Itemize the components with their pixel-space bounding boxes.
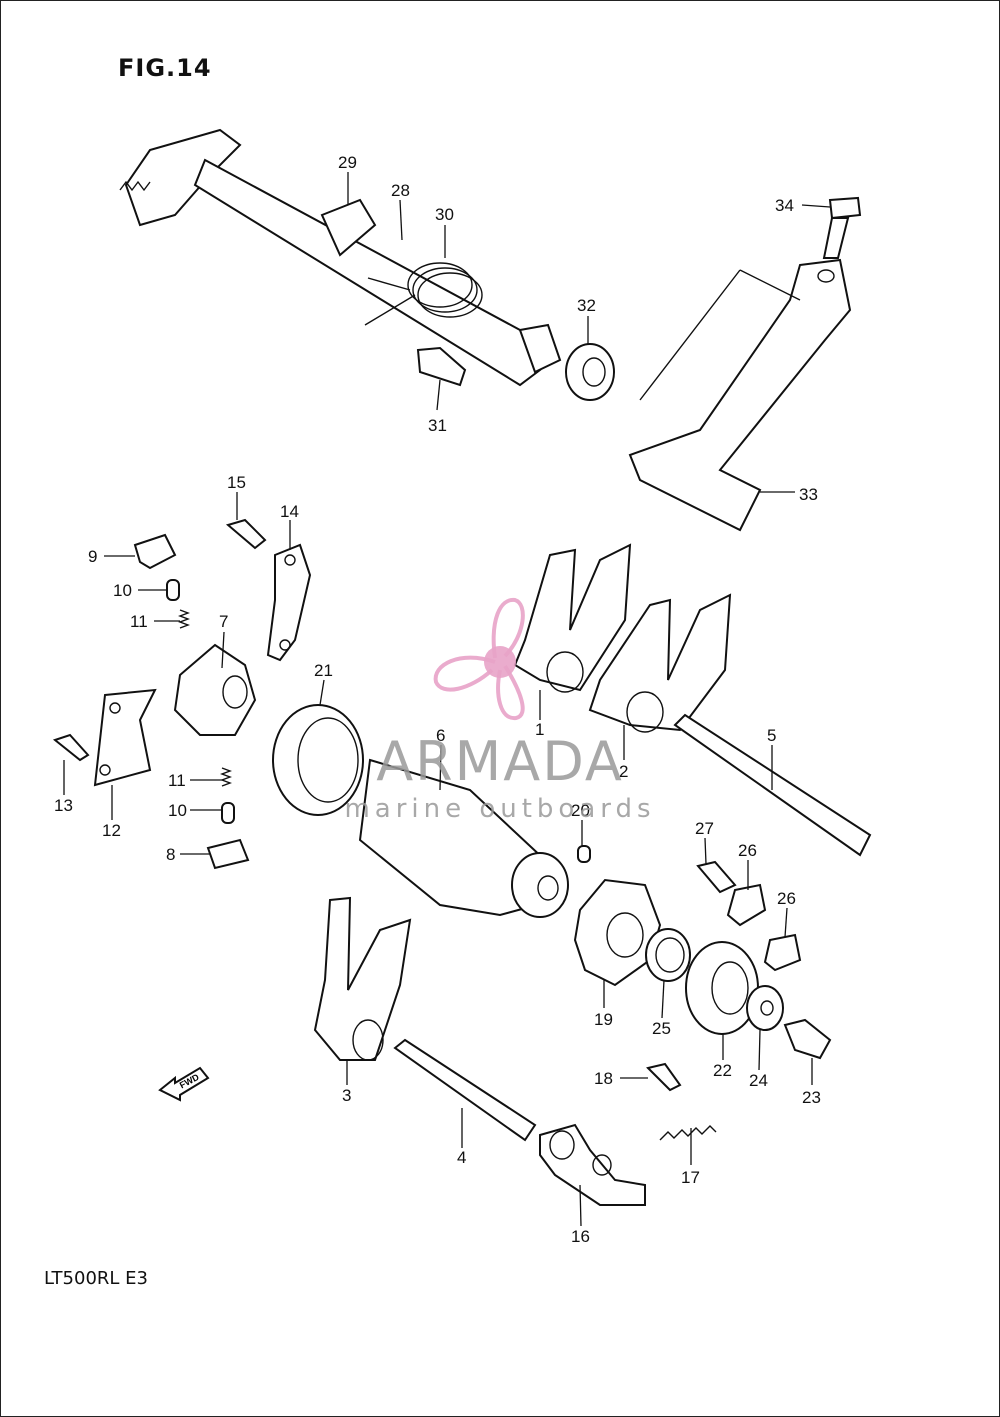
callout-12: 12 [102, 821, 121, 840]
bolt-34 [822, 196, 862, 259]
leader-lines [63, 172, 831, 1227]
callout-34: 34 [775, 196, 794, 215]
shift-fork-1 [513, 543, 632, 693]
callout-11-upper: 11 [130, 612, 148, 631]
callout-25: 25 [652, 1019, 671, 1038]
screw-15 [225, 518, 267, 550]
callout-30: 30 [435, 205, 454, 224]
callout-6: 6 [436, 726, 445, 745]
callout-numbers: 29 28 30 34 32 31 33 15 14 9 10 11 7 21 … [54, 153, 821, 1246]
bearing-21 [272, 704, 364, 816]
callout-18: 18 [594, 1069, 613, 1088]
plate-12 [93, 688, 157, 787]
callout-26-upper: 26 [738, 841, 757, 860]
screw-27 [696, 860, 737, 894]
callout-27: 27 [695, 819, 714, 838]
figure-title: FIG.14 [118, 54, 212, 82]
spring-11-upper [178, 609, 190, 629]
screw-18 [646, 1062, 682, 1092]
star-cam-19 [573, 878, 662, 987]
propeller-icon [433, 597, 525, 721]
callout-20: 20 [571, 801, 590, 820]
callout-21: 21 [314, 661, 333, 680]
callout-31: 31 [428, 416, 447, 435]
callout-10-upper: 10 [113, 581, 132, 600]
callout-1: 1 [535, 720, 544, 739]
callout-23: 23 [802, 1088, 821, 1107]
washer-25 [645, 928, 691, 982]
fork-shaft-4 [393, 1038, 537, 1142]
armada-watermark: ARMADA marine outboards [340, 590, 660, 830]
bearing-22 [685, 941, 759, 1035]
callout-7: 7 [219, 612, 228, 631]
callout-13: 13 [54, 796, 73, 815]
shift-fork-2 [588, 593, 732, 733]
callout-16: 16 [571, 1227, 590, 1246]
callout-19: 19 [594, 1010, 613, 1029]
callout-9: 9 [88, 547, 97, 566]
model-code: LT500RL E3 [44, 1268, 148, 1289]
gearshift-lever-33 [628, 258, 852, 532]
forward-arrow-icon: FWD [158, 1066, 210, 1102]
plate-26-lower [763, 933, 802, 972]
spring-11-lower [220, 767, 232, 787]
gearshift-shaft [119, 128, 562, 387]
bolt-23 [783, 1018, 832, 1060]
callout-10-lower: 10 [168, 801, 187, 820]
callout-5: 5 [767, 726, 776, 745]
pin-20 [577, 845, 591, 863]
callout-11-lower: 11 [168, 771, 186, 790]
screw-13 [52, 733, 90, 762]
spring-17 [659, 1125, 717, 1141]
callout-29: 29 [338, 153, 357, 172]
pin-10-lower [221, 802, 235, 824]
callout-15: 15 [227, 473, 246, 492]
callout-8: 8 [166, 845, 175, 864]
pin-9 [133, 533, 177, 570]
plate-26-upper [726, 883, 767, 927]
callout-22: 22 [713, 1061, 732, 1080]
callout-28: 28 [391, 181, 410, 200]
callout-24: 24 [749, 1071, 768, 1090]
return-spring [364, 262, 483, 326]
bolt-31 [416, 346, 467, 387]
plate-14 [266, 543, 312, 662]
pin-10-upper [166, 579, 180, 601]
callout-33: 33 [799, 485, 818, 504]
stopper-8 [206, 838, 250, 870]
oil-seal-32 [565, 343, 615, 401]
callout-14: 14 [280, 502, 299, 521]
washer-24 [746, 985, 784, 1031]
callout-4: 4 [457, 1148, 466, 1167]
watermark-brand: ARMADA [376, 730, 624, 793]
callout-2: 2 [619, 762, 628, 781]
gearshift-cam-6 [358, 758, 569, 918]
callout-3: 3 [342, 1086, 351, 1105]
callout-17: 17 [681, 1168, 700, 1187]
gearshift-arm-16 [539, 1123, 646, 1206]
shift-fork-3 [313, 896, 412, 1061]
callout-26-lower: 26 [777, 889, 796, 908]
callout-32: 32 [577, 296, 596, 315]
cam-guide-7 [173, 643, 257, 736]
watermark-tagline: marine outboards [344, 794, 656, 824]
